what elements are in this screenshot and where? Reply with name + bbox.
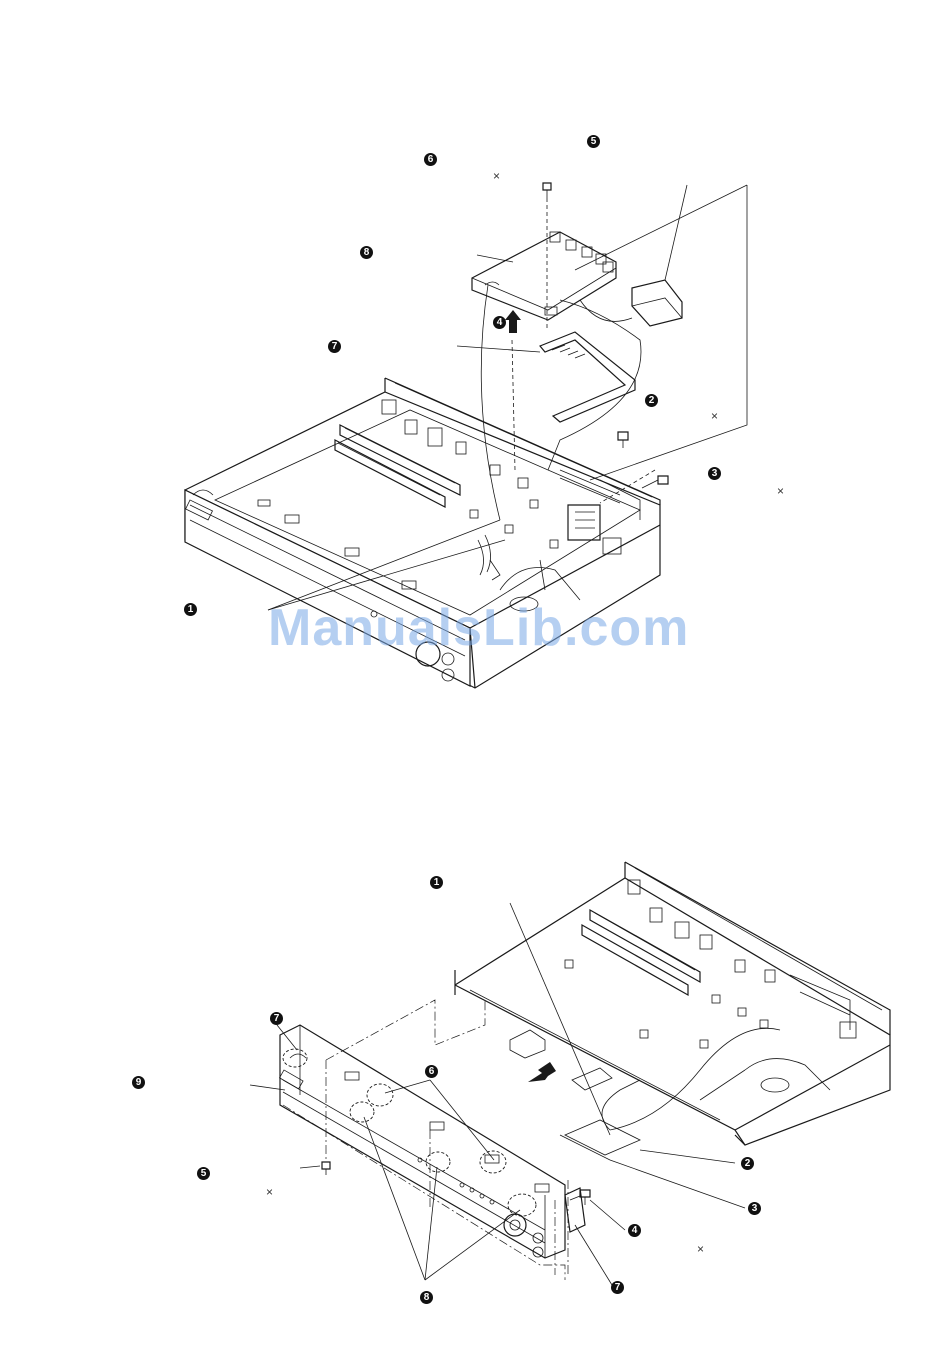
callout-7-bottom-right: 7 (611, 1281, 624, 1294)
callout-6-top: 6 (424, 153, 437, 166)
callout-9-bottom: 9 (132, 1076, 145, 1089)
times-mark-bottom-2: × (697, 1243, 704, 1255)
callout-8-bottom: 8 (420, 1291, 433, 1304)
callout-4-top: 4 (493, 316, 506, 329)
watermark: ManualsLib.com (268, 598, 689, 658)
callout-8-top: 8 (360, 246, 373, 259)
callout-5-top: 5 (587, 135, 600, 148)
callout-2-bottom: 2 (741, 1157, 754, 1170)
callout-2-top: 2 (645, 394, 658, 407)
times-mark-top-1: × (493, 170, 500, 182)
times-mark-bottom-1: × (266, 1186, 273, 1198)
times-mark-top-2: × (711, 410, 718, 422)
callout-3-top: 3 (708, 467, 721, 480)
callout-3-bottom: 3 (748, 1202, 761, 1215)
callout-7-bottom-left: 7 (270, 1012, 283, 1025)
callout-1-bottom: 1 (430, 876, 443, 889)
bottom-figure-chassis (455, 862, 890, 1155)
times-mark-top-3: × (777, 485, 784, 497)
callout-7-top: 7 (328, 340, 341, 353)
callout-5-bottom: 5 (197, 1167, 210, 1180)
callout-6-bottom: 6 (425, 1065, 438, 1078)
callout-1-top: 1 (184, 603, 197, 616)
callout-4-bottom: 4 (628, 1224, 641, 1237)
top-figure-pcb (268, 183, 747, 610)
